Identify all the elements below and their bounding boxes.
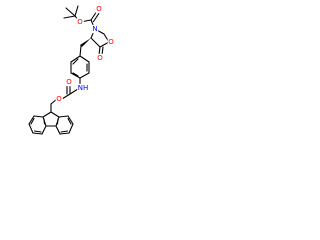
fmoc-carbamate [50, 85, 79, 113]
atom-label-background [55, 94, 63, 104]
bond [74, 5, 79, 17]
bond [98, 46, 101, 56]
atom-label-o-fmoc-ester: O [56, 95, 62, 103]
bond [79, 55, 90, 63]
bond [32, 132, 43, 135]
molecule-structure: N O O O O NH O O [28, 4, 115, 135]
bond [79, 72, 90, 79]
atom-label-n-ring: N [92, 25, 97, 33]
bond [63, 15, 76, 19]
bond [30, 117, 35, 125]
bond [99, 41, 110, 48]
bond [70, 72, 81, 79]
atom-label-background [91, 24, 99, 34]
phenylene-ring [70, 45, 90, 86]
bond [101, 46, 104, 56]
bond [61, 93, 71, 100]
bond [65, 7, 76, 17]
atom-labels: N O O O O NH O O [55, 4, 115, 104]
atom-label-background [77, 83, 89, 93]
bond [28, 115, 35, 125]
atom-label-background [96, 53, 104, 63]
atom-label-o-fmoc-carbonyl: O [66, 78, 72, 86]
stereo-wedge-bond [80, 38, 91, 47]
bond [68, 123, 74, 134]
bond [56, 118, 59, 125]
bond [59, 132, 70, 135]
bond [60, 130, 69, 133]
bond [50, 111, 60, 118]
bond [55, 125, 61, 135]
atom-label-o-ring-carbonyl: O [97, 54, 103, 62]
fluorenyl-group [28, 111, 74, 135]
atom-label-background [76, 17, 84, 27]
bond [43, 118, 46, 125]
atom-label-o-ring: O [108, 38, 114, 46]
bond [33, 130, 42, 133]
bond [67, 117, 72, 125]
atom-label-background [107, 37, 115, 47]
bond [42, 111, 52, 118]
atom-label-background [65, 77, 73, 87]
atom-label-background [95, 4, 103, 14]
bond [90, 37, 101, 48]
bond [79, 45, 82, 57]
bond [33, 115, 44, 118]
atom-label-o-boc-carbonyl: O [96, 5, 102, 13]
bond [69, 88, 79, 95]
bond [67, 115, 74, 125]
atom-label-nh-amide: NH [78, 84, 89, 92]
bond [28, 123, 34, 134]
bond [58, 115, 69, 118]
bond [70, 55, 81, 63]
bond [72, 72, 79, 77]
bond [92, 11, 101, 23]
atom-label-o-boc-ester: O [77, 18, 83, 26]
bond [72, 58, 79, 65]
bond [41, 125, 47, 135]
